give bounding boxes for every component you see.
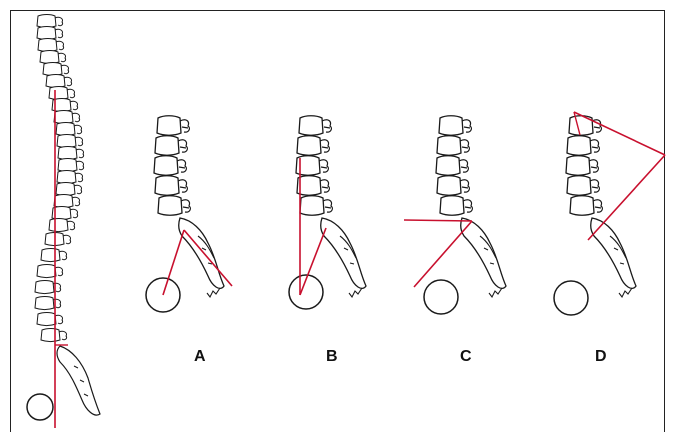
panel-label-b: B (326, 348, 338, 366)
panel-label-c: C (460, 348, 472, 366)
full-spine (27, 15, 100, 429)
panel-label-a: A (194, 348, 206, 366)
panel-d-diagram (554, 112, 665, 315)
panel-a-diagram (146, 116, 232, 312)
panel-c-diagram (404, 116, 506, 314)
panel-b-diagram (289, 116, 366, 309)
panel-label-d: D (595, 348, 607, 366)
